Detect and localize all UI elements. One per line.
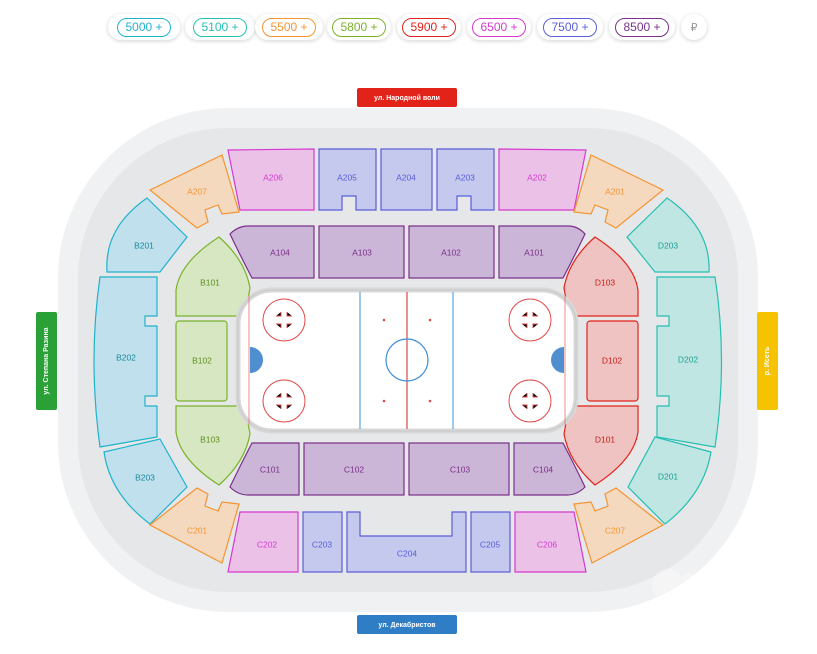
section-c204[interactable]: C204 — [346, 511, 467, 573]
section-label: C201 — [187, 525, 208, 535]
section-a201[interactable]: A201 — [573, 154, 665, 229]
section-label: A103 — [352, 247, 372, 257]
section-label: B101 — [200, 277, 220, 287]
section-label: A203 — [455, 172, 475, 182]
street-label-top: ул. Народной воли — [374, 94, 440, 102]
section-label: A204 — [396, 172, 416, 182]
price-filter-5900[interactable]: 5900 + — [397, 14, 461, 40]
price-filter-6500[interactable]: 6500 + — [467, 14, 531, 40]
section-c103[interactable]: C103 — [408, 442, 510, 496]
section-a205[interactable]: A205 — [318, 148, 377, 211]
section-label: B203 — [135, 472, 155, 482]
street-label-bottom: ул. Декабристов — [378, 621, 436, 629]
section-label: C203 — [312, 539, 333, 549]
section-c205[interactable]: C205 — [470, 511, 511, 573]
price-filter-label: 5900 + — [402, 17, 456, 37]
street-label-left: ул. Степана Разина — [43, 327, 50, 394]
price-filter-label: 5500 + — [262, 17, 316, 37]
section-d202[interactable]: D202 — [656, 276, 723, 448]
section-a207[interactable]: A207 — [148, 154, 240, 229]
section-a101[interactable]: A101 — [498, 225, 586, 279]
section-c203[interactable]: C203 — [302, 511, 343, 573]
section-b201[interactable]: B201 — [106, 197, 188, 273]
section-d203[interactable]: D203 — [626, 197, 710, 273]
section-b203[interactable]: B203 — [103, 438, 188, 525]
section-label: C202 — [257, 539, 278, 549]
section-c102[interactable]: C102 — [303, 442, 405, 496]
section-a206[interactable]: A206 — [227, 148, 315, 211]
section-c206[interactable]: C206 — [514, 511, 587, 573]
section-label: D201 — [658, 471, 679, 481]
price-filter-label: 7500 + — [543, 17, 597, 37]
price-filter-5800[interactable]: 5800 + — [327, 14, 391, 40]
section-b102[interactable]: B102 — [175, 320, 228, 402]
section-b202[interactable]: B202 — [93, 276, 158, 448]
section-label: C206 — [537, 539, 558, 549]
price-filter-label: 5100 + — [193, 17, 247, 37]
watermark-logo — [652, 569, 721, 601]
section-label: C104 — [533, 464, 554, 474]
price-filter-7500[interactable]: 7500 + — [537, 14, 603, 40]
price-filter-5000[interactable]: 5000 + — [108, 14, 180, 40]
section-c201[interactable]: C201 — [148, 487, 240, 564]
section-c104[interactable]: C104 — [513, 442, 586, 496]
section-label: C207 — [605, 525, 626, 535]
section-d201[interactable]: D201 — [627, 436, 712, 525]
section-label: A104 — [270, 247, 290, 257]
section-label: D103 — [595, 277, 616, 287]
price-filter-label: 6500 + — [472, 17, 526, 37]
section-label: A205 — [337, 172, 357, 182]
street-label-right: р. Исеть — [764, 346, 771, 375]
section-label: D101 — [595, 434, 616, 444]
price-filter-label: 5000 + — [117, 17, 171, 37]
street-sign-right: р. Исеть — [757, 312, 778, 410]
section-d102[interactable]: D102 — [586, 320, 639, 402]
price-filter-label: 5800 + — [332, 17, 386, 37]
price-filter-5100[interactable]: 5100 + — [185, 14, 255, 40]
section-d101[interactable]: D101 — [563, 405, 639, 486]
section-label: B202 — [116, 352, 136, 362]
section-label: D203 — [658, 240, 679, 250]
section-label: D102 — [602, 355, 623, 365]
section-label: A202 — [527, 172, 547, 182]
section-label: C204 — [397, 548, 418, 558]
section-label: C101 — [260, 464, 281, 474]
section-a202[interactable]: A202 — [498, 148, 587, 211]
section-label: A101 — [524, 247, 544, 257]
section-a104[interactable]: A104 — [229, 225, 315, 279]
section-label: C102 — [344, 464, 365, 474]
section-c207[interactable]: C207 — [573, 487, 665, 564]
price-filter-bar: 5000 + 5100 + 5500 + 5800 + 5900 + 6500 … — [0, 14, 817, 42]
section-label: A201 — [605, 186, 625, 196]
section-label: B201 — [134, 240, 154, 250]
section-a102[interactable]: A102 — [408, 225, 495, 279]
section-d103[interactable]: D103 — [563, 236, 639, 317]
street-sign-left: ул. Степана Разина — [36, 312, 57, 410]
section-label: A206 — [263, 172, 283, 182]
ice-rink — [235, 287, 579, 434]
currency-toggle[interactable]: ₽ — [681, 14, 707, 40]
section-label: B102 — [192, 355, 212, 365]
street-sign-bottom: ул. Декабристов — [357, 615, 457, 634]
street-sign-top: ул. Народной воли — [357, 88, 457, 107]
section-c101[interactable]: C101 — [229, 442, 300, 496]
price-filter-5500[interactable]: 5500 + — [255, 14, 323, 40]
section-label: C103 — [450, 464, 471, 474]
section-a103[interactable]: A103 — [318, 225, 405, 279]
price-filter-8500[interactable]: 8500 + — [609, 14, 675, 40]
section-b103[interactable]: B103 — [175, 405, 251, 486]
section-label: A207 — [187, 186, 207, 196]
section-b101[interactable]: B101 — [175, 236, 251, 317]
section-a203[interactable]: A203 — [436, 148, 495, 211]
section-c202[interactable]: C202 — [227, 511, 299, 573]
section-label: B103 — [200, 434, 220, 444]
section-a204[interactable]: A204 — [380, 148, 433, 211]
price-filter-label: 8500 + — [615, 17, 669, 37]
section-label: A102 — [441, 247, 461, 257]
section-label: C205 — [480, 539, 501, 549]
section-label: D202 — [678, 354, 699, 364]
